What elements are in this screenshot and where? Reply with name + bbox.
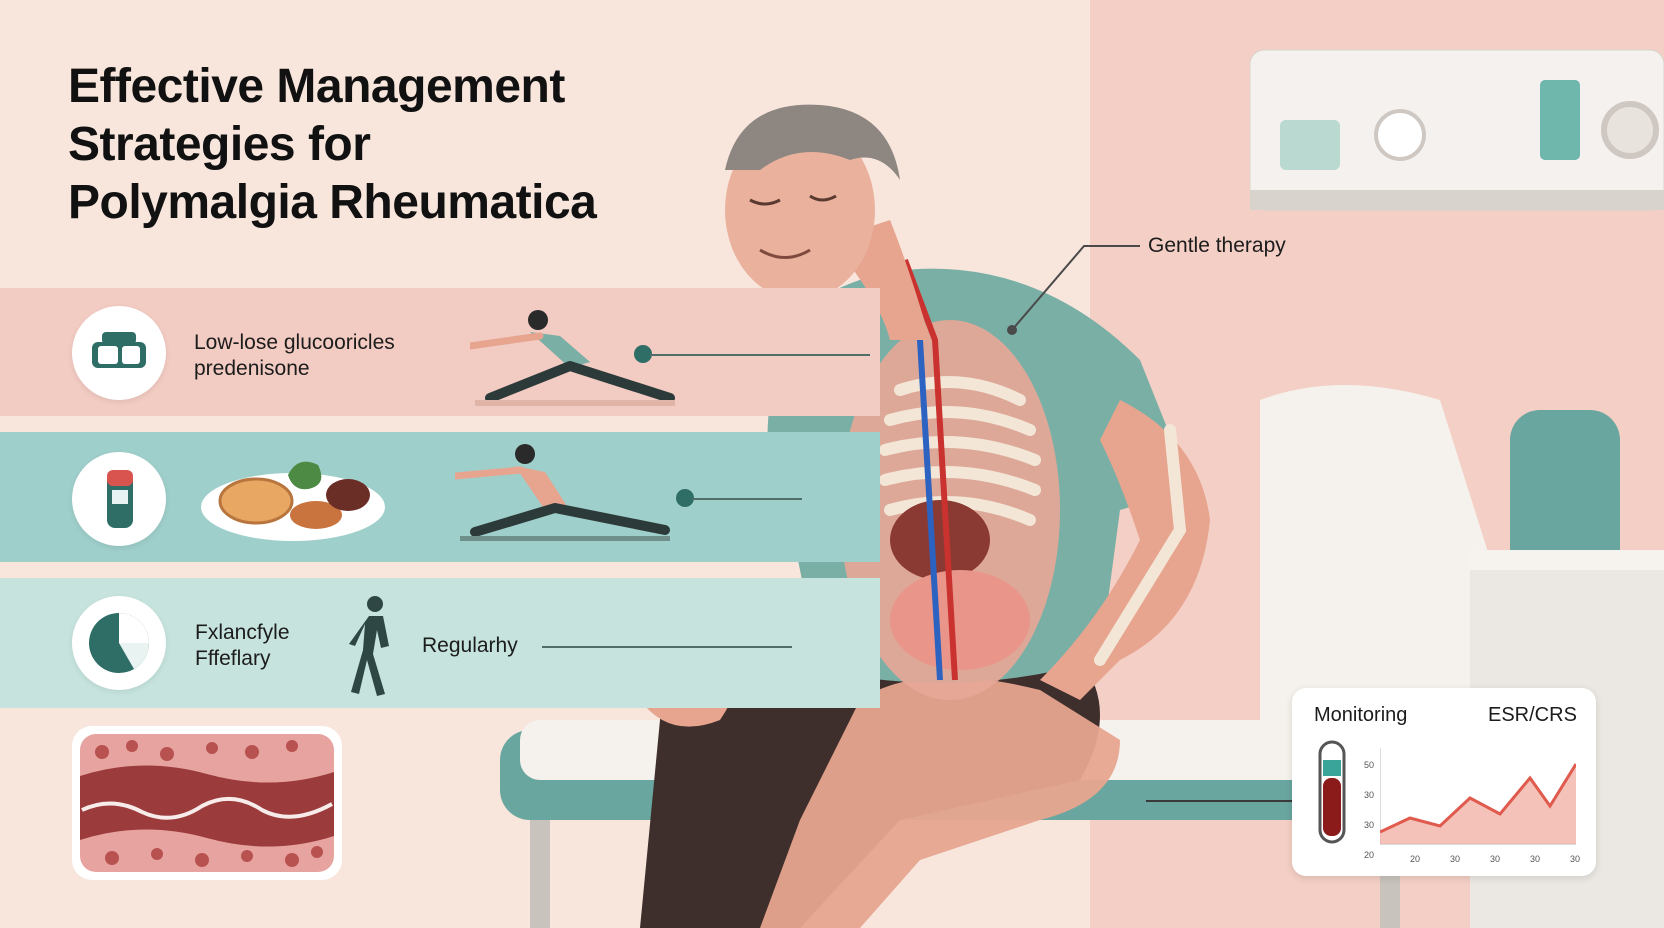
title-line-1: Effective Management [68, 60, 565, 113]
esr-crs-chart [1380, 748, 1576, 845]
title-line-2: Strategies for [68, 118, 371, 171]
strategy-1-line-2: predenisone [194, 357, 310, 380]
strategy-3-icon-circle [72, 596, 166, 690]
monitoring-label: Monitoring [1314, 704, 1408, 726]
connector-dot-1 [634, 345, 652, 363]
monitoring-metric: ESR/CRS [1488, 704, 1577, 726]
strategy-3-caption: Regularhy [422, 634, 518, 657]
strategy-3-line-1: Fxlancfyle [195, 621, 290, 644]
x-tick-1: 20 [1410, 854, 1421, 864]
strategy-2-icon-circle [72, 452, 166, 546]
tissue-illustration [72, 726, 342, 880]
y-tick-2: 30 [1364, 790, 1375, 800]
y-ticks: 50 30 30 20 [1364, 750, 1374, 870]
x-tick-2: 30 [1449, 854, 1460, 864]
strategy-1-text: Low-lose glucooricles predenisone [194, 330, 395, 382]
pill-box-icon [92, 332, 146, 368]
stretch-figure [455, 444, 670, 541]
strategy-1-icon-circle [72, 306, 166, 400]
wall-panel [1250, 49, 1664, 211]
therapy-callout-line [1007, 245, 1140, 335]
monitoring-connector-line [1146, 800, 1292, 802]
therapy-callout-label: Gentle therapy [1148, 234, 1286, 257]
y-tick-3: 30 [1364, 820, 1375, 830]
page-title: Effective Management Strategies for Poly… [68, 58, 708, 232]
vial-icon [107, 470, 133, 528]
strategy-3-text: Fxlancfyle Fffeflary [195, 620, 290, 672]
y-tick-4: 20 [1364, 850, 1375, 860]
x-tick-4: 30 [1529, 854, 1540, 864]
connector-line-2 [692, 498, 802, 500]
blood-tube-icon [1318, 740, 1346, 844]
monitoring-card: Monitoring ESR/CRS 50 30 30 20 20 30 30 … [1292, 688, 1596, 876]
x-tick-5: 30 [1569, 854, 1580, 864]
strategy-3-line-2: Fffeflary [195, 647, 271, 670]
food-plate [201, 461, 385, 541]
lunge-figure [470, 310, 675, 406]
x-tick-3: 30 [1489, 854, 1500, 864]
connector-line-3 [542, 646, 792, 648]
connector-dot-2 [676, 489, 694, 507]
title-line-3: Polymalgia Rheumatica [68, 176, 597, 229]
walking-person-icon [349, 596, 389, 696]
x-ticks: 20 30 30 30 30 [1410, 854, 1580, 864]
strategy-1-line-1: Low-lose glucooricles [194, 331, 395, 354]
pie-chart-icon [89, 613, 149, 673]
y-tick-1: 50 [1364, 760, 1375, 770]
connector-line-1 [650, 354, 870, 356]
